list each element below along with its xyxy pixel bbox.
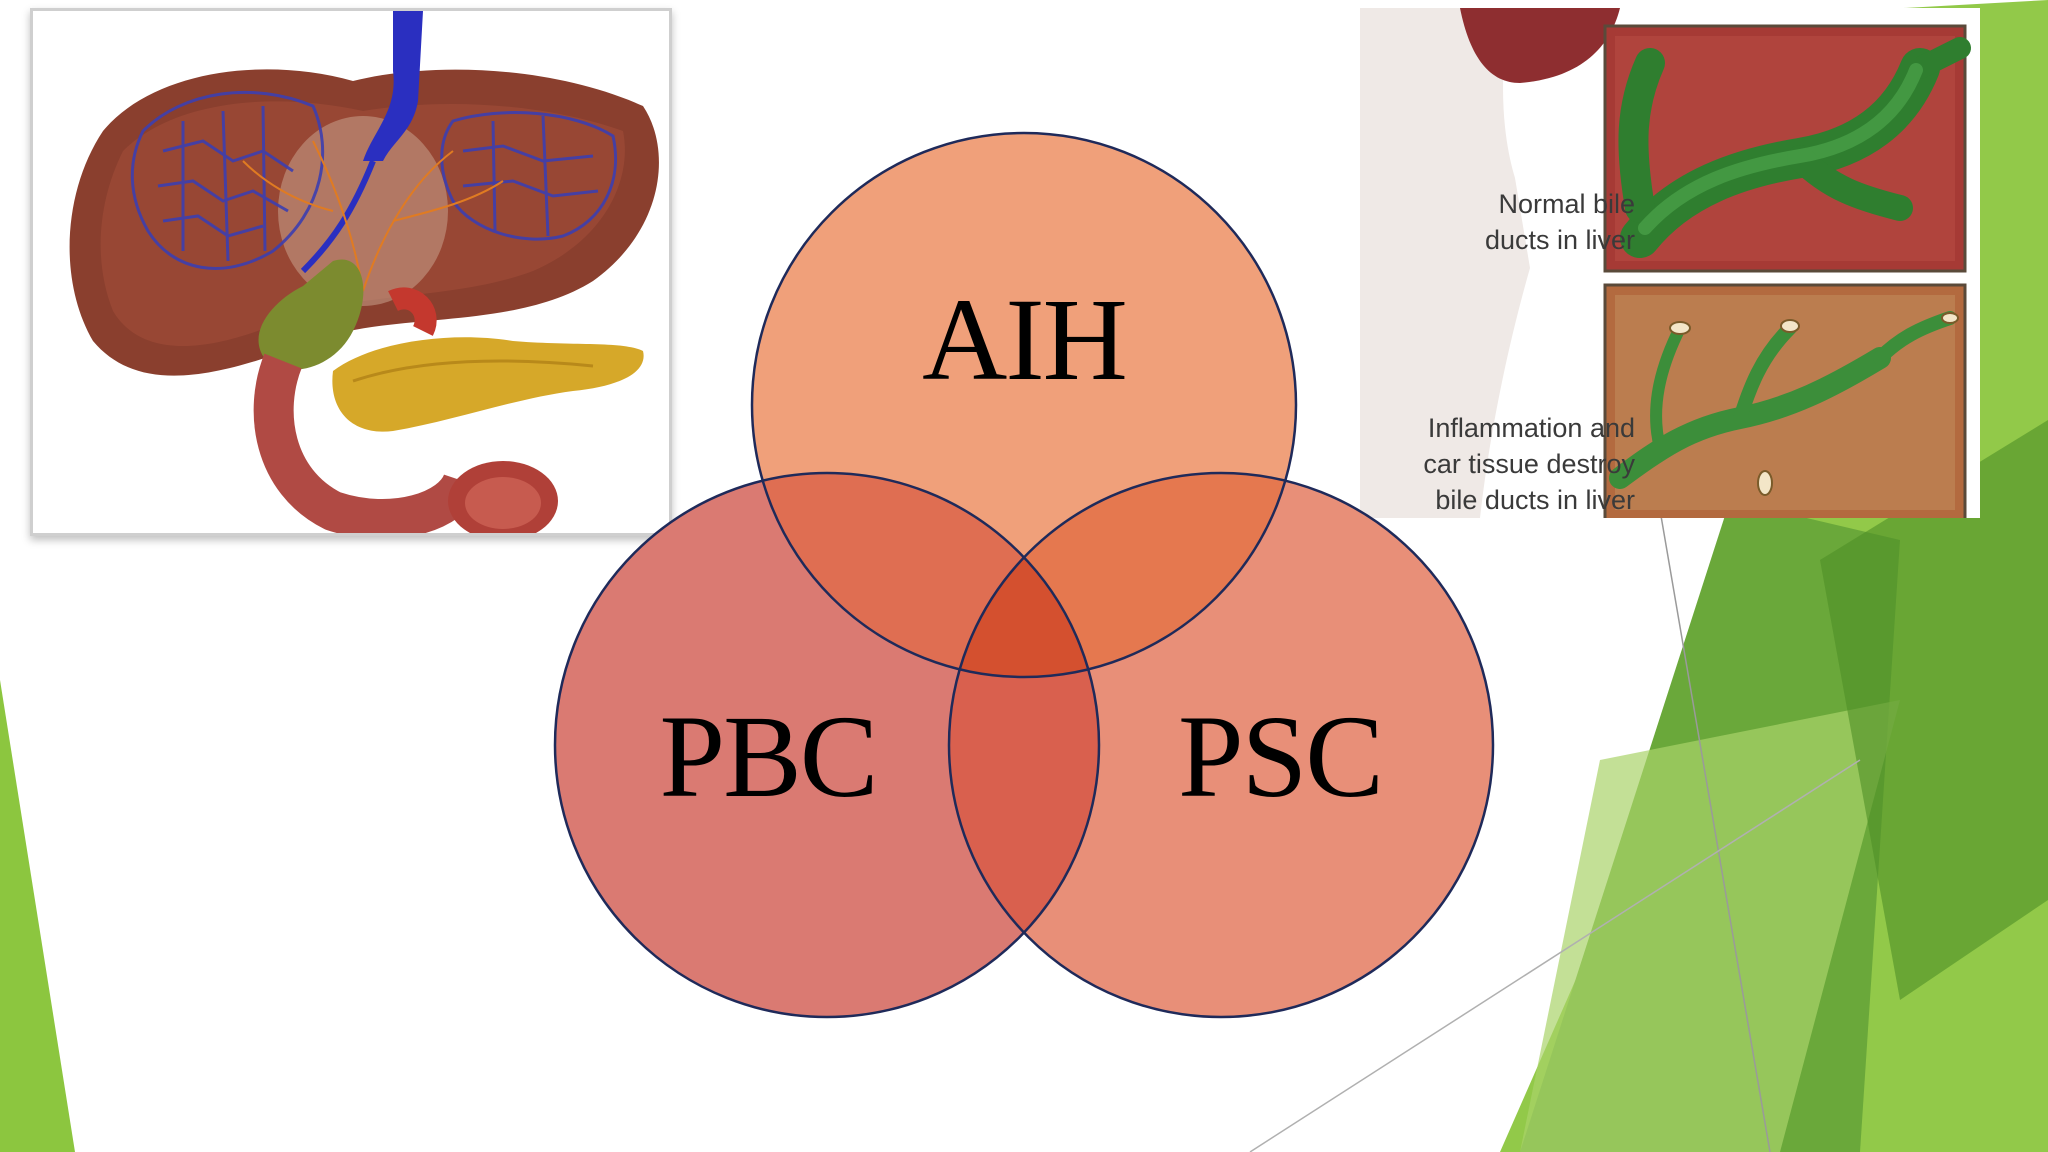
pbc-label: PBC bbox=[659, 691, 878, 822]
bile-duct-comparison-illustration-icon bbox=[1360, 8, 1980, 518]
normal-bile-ducts-caption: Normal bile ducts in liver bbox=[1484, 189, 1635, 255]
aih-outline bbox=[750, 131, 1298, 679]
aih-psc-overlap bbox=[949, 473, 1296, 677]
damaged-bile-ducts-caption: Inflammation and car tissue destroy bile… bbox=[1423, 413, 1635, 515]
liver-anatomy-image bbox=[30, 8, 672, 536]
aih-label: AIH bbox=[922, 274, 1128, 405]
right-green-shard-deep bbox=[1820, 420, 2048, 1000]
psc-label: PSC bbox=[1178, 691, 1384, 822]
liver-anatomy-illustration-icon bbox=[33, 11, 669, 533]
bile-duct-image: Normal bile ducts in liver Inflammation … bbox=[1360, 8, 1980, 518]
diagonal-line-1 bbox=[1659, 509, 1771, 1152]
psc-outline bbox=[947, 471, 1495, 1019]
left-green-shard bbox=[0, 680, 75, 1152]
diagonal-line-2 bbox=[1249, 759, 1861, 1152]
aih-pbc-overlap bbox=[752, 473, 1099, 677]
pbc-outline bbox=[553, 471, 1101, 1019]
right-green-shard-light bbox=[1520, 700, 1900, 1152]
